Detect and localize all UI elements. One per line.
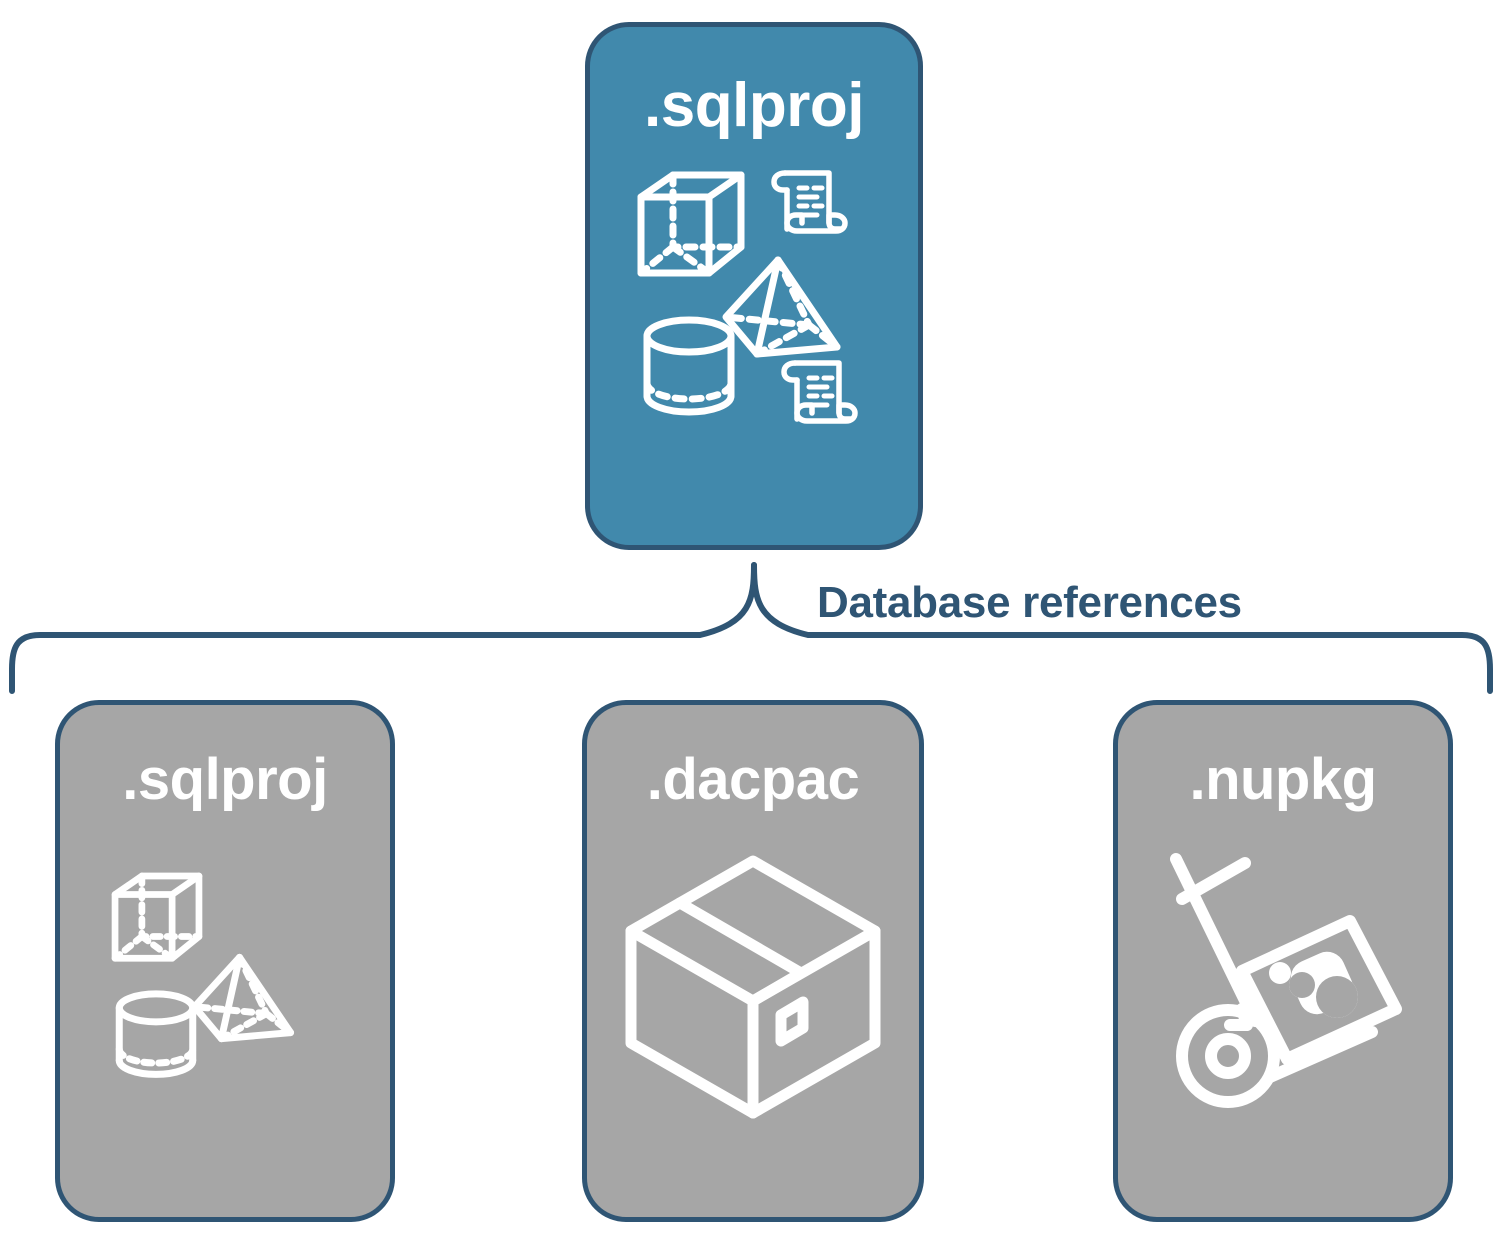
script-scroll-icon [771, 170, 848, 234]
package-box-icon [625, 855, 881, 1119]
database-references-brace [9, 562, 1493, 694]
node-card-ref-sqlproj[interactable]: .sqlproj [55, 700, 395, 1222]
pyramid-icon [191, 953, 295, 1043]
node-title-ref-sqlproj: .sqlproj [122, 747, 328, 812]
cube-icon [111, 872, 203, 962]
node-card-ref-nupkg[interactable]: .nupkg [1113, 700, 1453, 1222]
node-card-ref-dacpac[interactable]: .dacpac [582, 700, 924, 1222]
cube-icon [637, 171, 745, 277]
pyramid-icon [722, 256, 841, 358]
root-icon-group [629, 163, 879, 443]
brace-label: Database references [817, 578, 1242, 627]
ref-sqlproj-icon-group [80, 831, 370, 1131]
nuget-hand-truck-icon [1170, 853, 1402, 1108]
node-title-ref-nupkg: .nupkg [1189, 747, 1377, 812]
ref-nupkg-icon-group [1138, 831, 1428, 1131]
ref-dacpac-icon-group [608, 831, 898, 1131]
cylinder-icon [643, 316, 735, 416]
node-title-root: .sqlproj [644, 71, 864, 140]
script-scroll-icon [781, 360, 858, 424]
cylinder-icon [115, 990, 197, 1078]
node-title-ref-dacpac: .dacpac [646, 747, 860, 812]
node-card-root-sqlproj[interactable]: .sqlproj [585, 22, 923, 550]
